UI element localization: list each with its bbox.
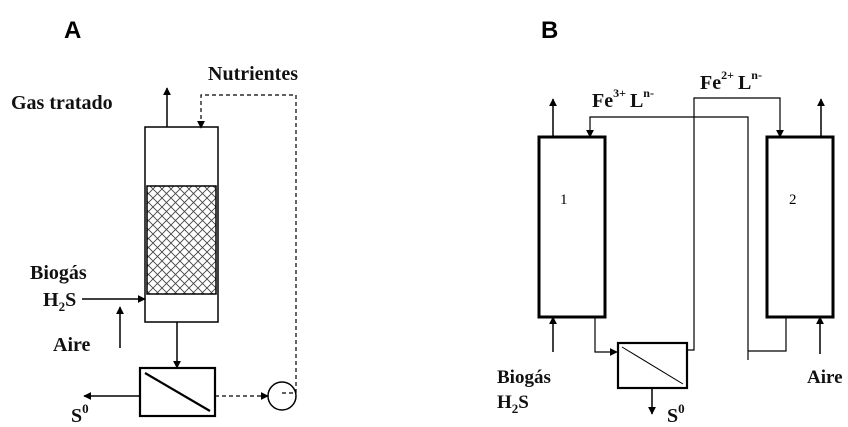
panel-b: B 1 2 Fe3+Ln- Fe2+Ln- S0 Biogás H2S A [497, 17, 843, 427]
biogas-label-b: Biogás [497, 367, 551, 388]
fe3-return-line [586, 116, 749, 360]
reactor-2-liquid-outlet [748, 317, 787, 352]
air-label-a: Aire [53, 334, 91, 356]
treated-gas-label: Gas tratado [11, 92, 113, 114]
reactor-1-liquid-outlet [594, 317, 618, 356]
separator-unit-a [138, 366, 217, 418]
reactor-2 [765, 135, 835, 319]
packed-bed [146, 185, 217, 295]
fe3-ligand-label: Fe3+Ln- [592, 86, 654, 112]
air-label-b: Aire [807, 367, 843, 388]
panel-a: A Gas tratado Nutrientes Biogás H2S Aire… [11, 17, 298, 427]
reactor-1 [537, 135, 607, 319]
panel-a-label: A [64, 17, 81, 44]
reactor-1-label: 1 [560, 192, 568, 208]
biogas-label-a: Biogás [30, 262, 87, 284]
separator-membrane-b [621, 346, 684, 385]
nutrients-label: Nutrientes [208, 63, 298, 85]
h2s-label-b: H2S [497, 392, 529, 416]
sulfur-label-b: S0 [667, 401, 685, 427]
fe2-ligand-label: Fe2+Ln- [700, 68, 762, 94]
reactor-2-label: 2 [789, 192, 797, 208]
recirculation-pump [267, 381, 297, 411]
fe2-transfer-line [687, 97, 784, 351]
panel-b-label: B [541, 17, 558, 44]
sulfur-label-a: S0 [71, 401, 89, 427]
separator-membrane-a [144, 372, 211, 412]
h2s-label-a: H2S [43, 289, 76, 314]
nutrient-recycle-line [197, 94, 297, 394]
biofilter-column [144, 126, 219, 323]
